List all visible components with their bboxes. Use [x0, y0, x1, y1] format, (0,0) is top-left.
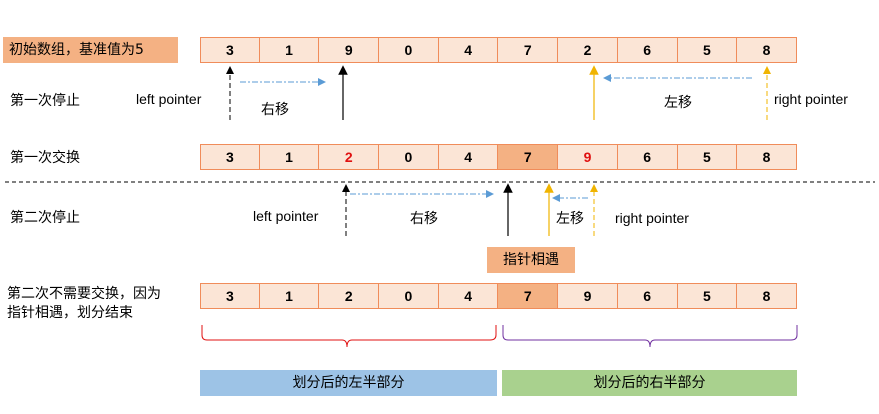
array-cell: 0: [379, 37, 439, 63]
array-cell: 8: [737, 144, 797, 170]
array-cell: 6: [617, 283, 678, 309]
array-cell: 4: [438, 283, 499, 309]
array-initial: 3 1 9 0 4 7 2 6 5 8: [200, 37, 797, 63]
row-label-first-swap: 第一次交换: [10, 150, 80, 166]
array-cell: 3: [200, 37, 260, 63]
array-cell: 6: [617, 37, 678, 63]
array-cell: 2: [319, 283, 380, 309]
move-right-label-1: 右移: [261, 102, 289, 118]
pivot-cell: 7: [498, 283, 559, 309]
array-cell: 2: [558, 37, 618, 63]
row-label-no-swap-line1: 第二次不需要交换，因为: [7, 286, 161, 302]
right-pointer-label-2: right pointer: [615, 210, 689, 226]
swapped-cell: 2: [319, 144, 380, 170]
array-after-swap: 3 1 2 0 4 7 9 6 5 8: [200, 144, 797, 170]
array-cell: 8: [737, 283, 797, 309]
row-label-first-stop: 第一次停止: [10, 93, 80, 109]
array-cell: 1: [259, 37, 320, 63]
array-cell: 4: [438, 144, 499, 170]
array-cell: 5: [677, 37, 738, 63]
array-cell: 6: [617, 144, 678, 170]
title-label: 初始数组，基准值为5: [3, 37, 178, 63]
row-label-no-swap-line2: 指针相遇，划分结束: [7, 305, 133, 321]
array-cell: 9: [558, 283, 618, 309]
left-half-brace: [201, 325, 497, 348]
left-pointer-label-2: left pointer: [253, 208, 319, 224]
array-cell: 7: [498, 37, 559, 63]
right-pointer-label-1: right pointer: [774, 91, 848, 107]
move-right-label-2: 右移: [410, 211, 438, 227]
array-cell: 0: [379, 283, 439, 309]
right-half-brace: [502, 325, 798, 348]
left-half-band: 划分后的左半部分: [200, 370, 497, 396]
array-cell: 9: [319, 37, 380, 63]
array-cell: 3: [200, 144, 260, 170]
right-half-band: 划分后的右半部分: [502, 370, 797, 396]
array-cell: 1: [259, 283, 320, 309]
array-cell: 4: [438, 37, 499, 63]
array-cell: 0: [379, 144, 439, 170]
move-left-label-1: 左移: [664, 95, 692, 111]
array-cell: 5: [677, 283, 738, 309]
pointers-meet-label: 指针相遇: [487, 247, 575, 273]
array-cell: 5: [677, 144, 738, 170]
array-cell: 3: [200, 283, 260, 309]
row-label-second-stop: 第二次停止: [10, 210, 80, 226]
swapped-cell: 9: [558, 144, 618, 170]
left-pointer-label-1: left pointer: [136, 91, 202, 107]
move-left-label-2: 左移: [556, 211, 584, 227]
array-final: 3 1 2 0 4 7 9 6 5 8: [200, 283, 797, 309]
highlighted-cell: 7: [498, 144, 559, 170]
array-cell: 1: [259, 144, 320, 170]
array-cell: 8: [737, 37, 797, 63]
